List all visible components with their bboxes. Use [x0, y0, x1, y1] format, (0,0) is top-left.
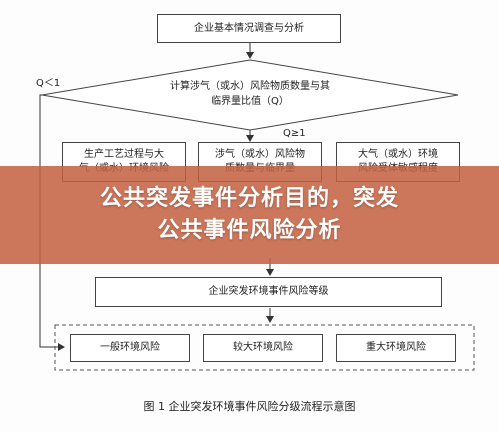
factor-process-line-1: 生产工艺过程与大 — [84, 149, 164, 160]
q-less-label: Q＜1 — [36, 78, 61, 89]
level-serious-box: 重大环境风险 — [336, 334, 456, 362]
decision-text: 计算涉气（或水）风险物质数量与其 临界量比值（Q） — [120, 79, 380, 109]
figure-caption: 图 1 企业突发环境事件风险分级流程示意图 — [143, 400, 356, 413]
decision-line-2: 临界量比值（Q） — [211, 96, 289, 107]
factor-receptor-line-1: 大气（或水）环境 — [358, 149, 438, 160]
banner-line-2: 公共事件风险分析 — [157, 218, 342, 243]
levels-dashed-group — [54, 324, 475, 371]
level-major-box: 较大环境风险 — [203, 334, 323, 362]
title-banner: 公共突发事件分析目的，突发 公共事件风险分析 — [0, 166, 499, 264]
decision-line-1: 计算涉气（或水）风险物质数量与其 — [170, 81, 330, 92]
q-ge-label: Q≥1 — [283, 128, 306, 139]
survey-analysis-box: 企业基本情况调查与分析 — [157, 14, 341, 43]
level-general-box: 一般环境风险 — [70, 334, 190, 362]
grading-box: 企业突发环境事件风险等级 — [95, 277, 442, 307]
banner-line-1: 公共突发事件分析目的，突发 — [99, 186, 399, 211]
factor-quantity-line-1: 涉气（或水）风险物 — [215, 149, 305, 160]
